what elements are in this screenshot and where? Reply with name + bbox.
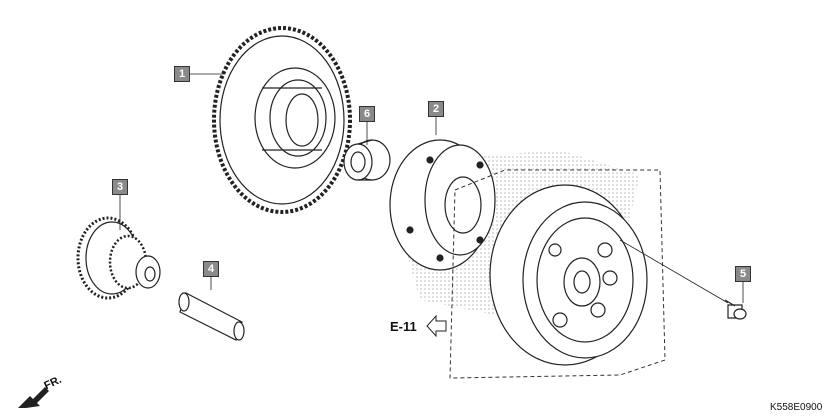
callout-1: 1 [174,66,190,82]
callout-5: 5 [735,266,751,282]
reference-label: E-11 [390,319,417,334]
callout-4: 4 [203,261,219,277]
flywheel-bolt [724,299,747,320]
idle-gear-shaft [178,292,245,341]
callout-2: 2 [428,101,444,117]
flywheel-rotor [489,184,648,366]
front-direction-arrow [18,387,49,408]
callout-6: 6 [359,106,375,122]
callout-3: 3 [112,179,128,195]
starter-clutch [389,139,496,271]
reference-arrow [426,314,447,338]
needle-bearing [343,139,391,181]
assembly-outline [449,169,666,379]
starter-idle-gear [76,216,161,300]
starter-driven-gear [212,26,352,214]
leader-lines [119,73,744,304]
drawing-code: K558E0900 [770,402,823,413]
